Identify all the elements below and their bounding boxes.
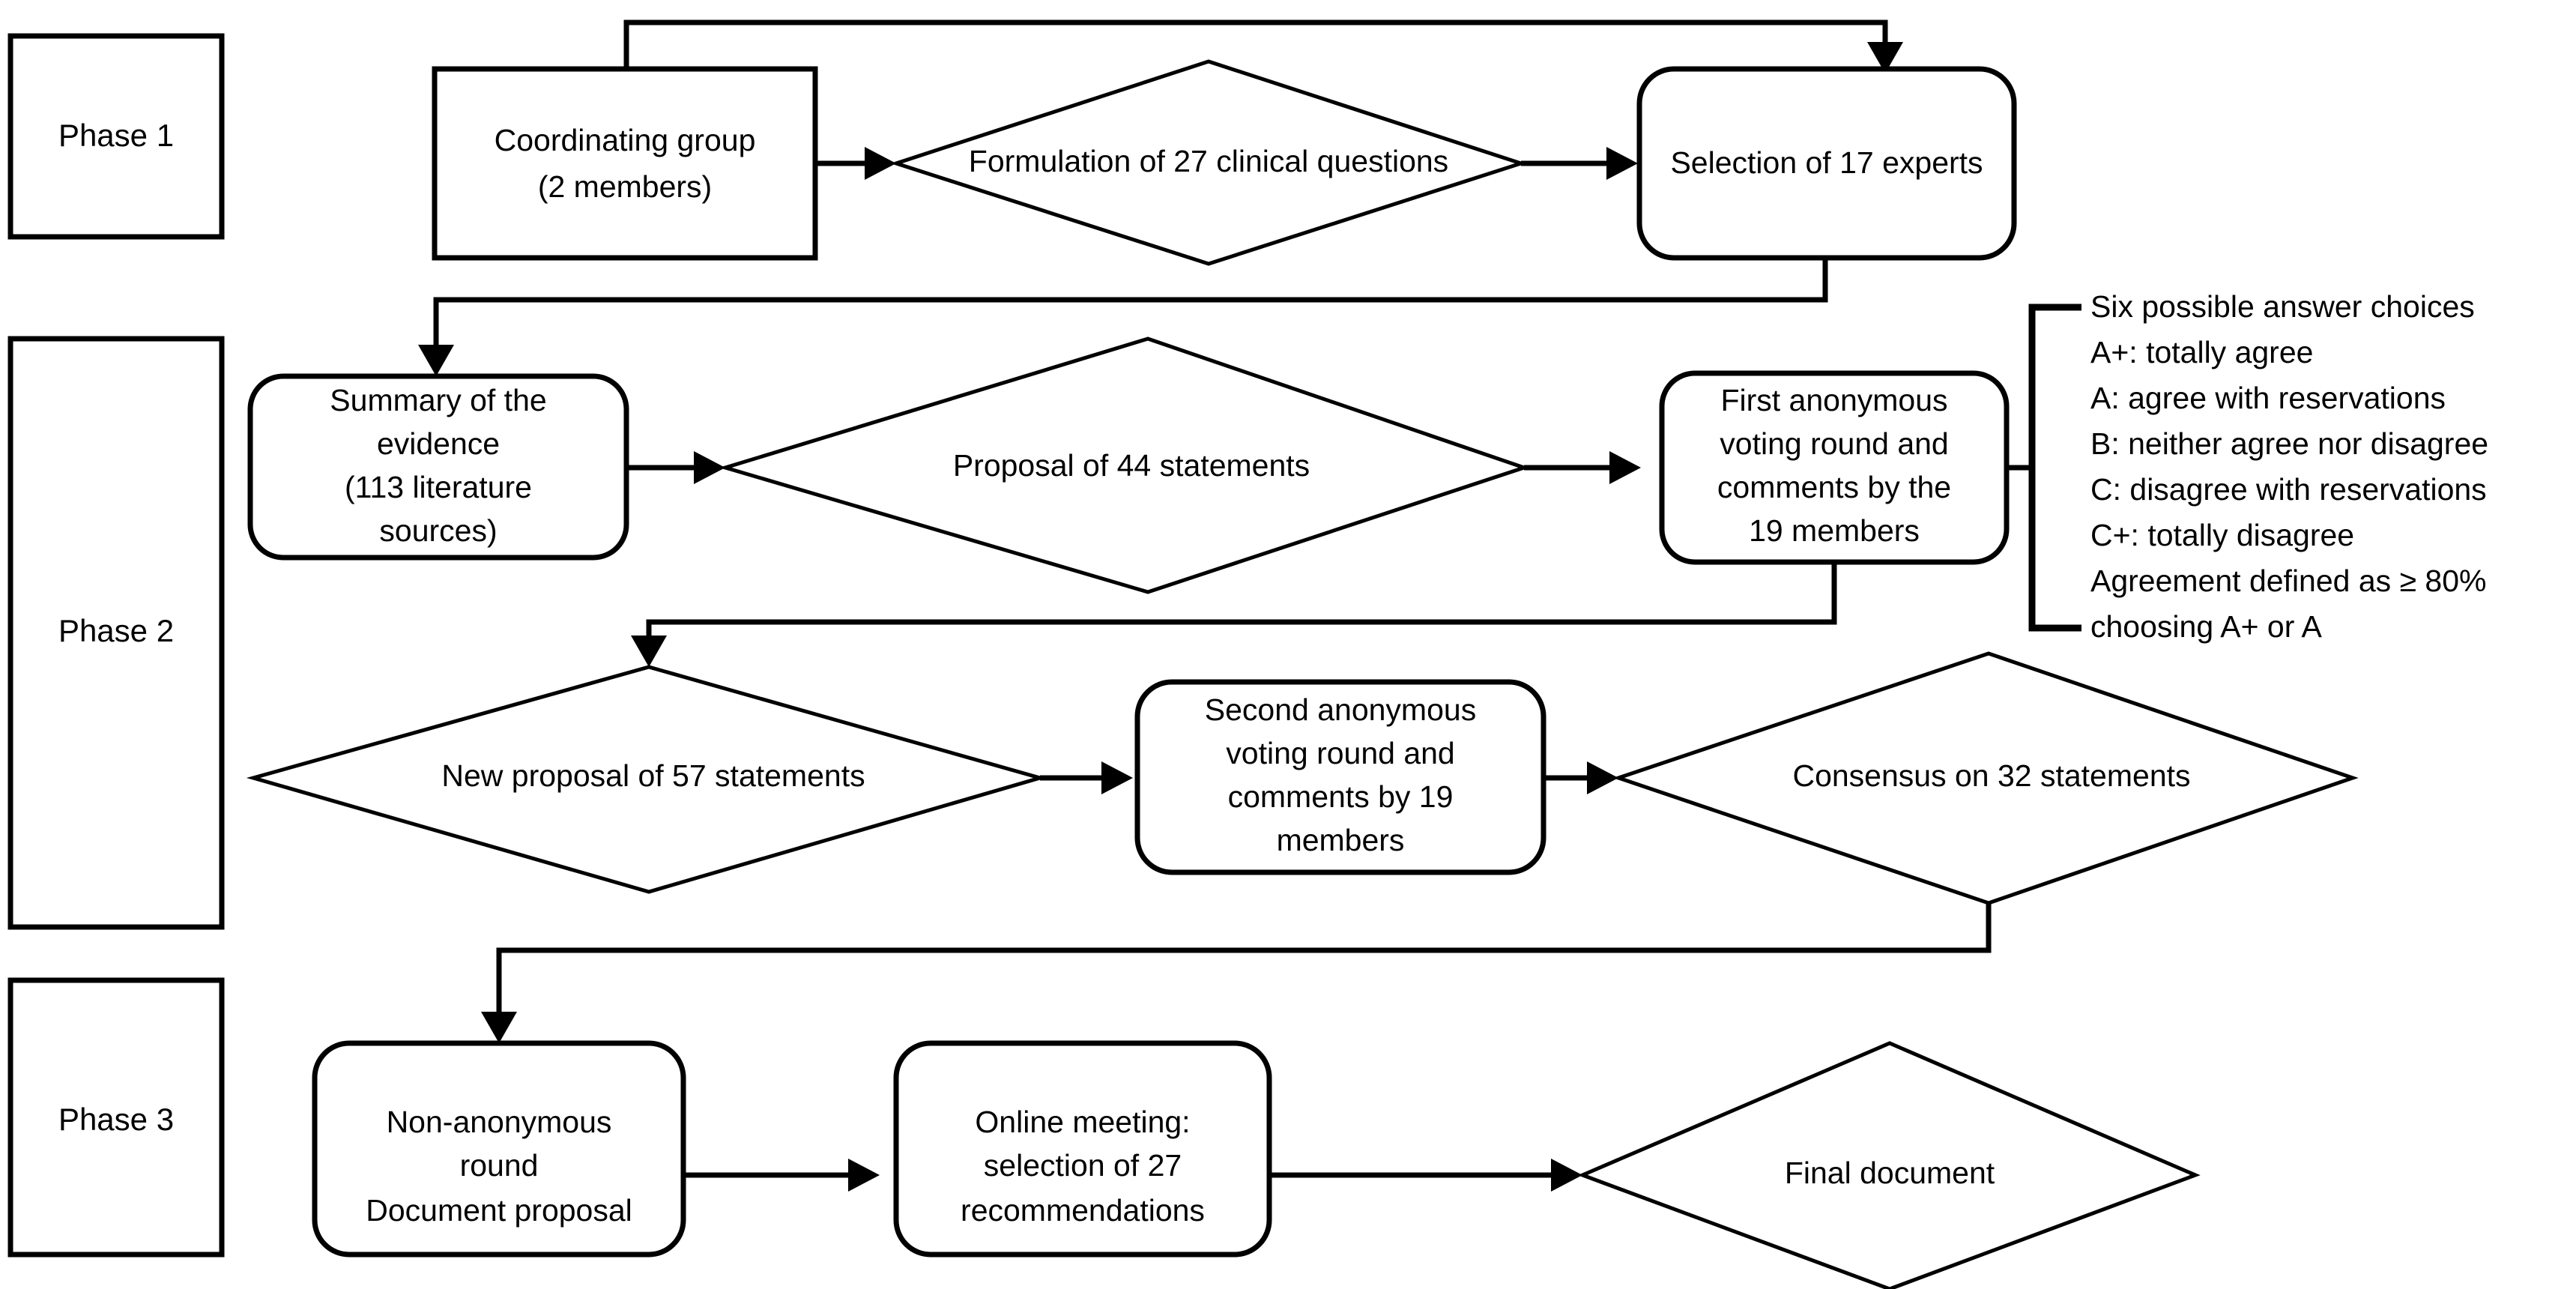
phase-3-rect	[7, 977, 225, 1258]
legend-brace-icon	[2028, 304, 2081, 632]
formulation-questions-diamond[interactable]	[889, 59, 1528, 266]
legend-line-7: Agreement defined as ≥ 80%	[2090, 564, 2487, 598]
legend-line-4: B: neither agree nor disagree	[2090, 426, 2488, 461]
proposal-44-diamond[interactable]	[719, 336, 1530, 594]
arrowhead-into-final-document	[1551, 1159, 1582, 1192]
non-anonymous-round-line-3: Document proposal	[366, 1193, 632, 1228]
online-meeting-line-2: selection of 27	[984, 1148, 1182, 1183]
node-first-voting-round[interactable]: First anonymous voting round and comment…	[1659, 370, 2010, 565]
phase-box-3: Phase 3	[7, 977, 225, 1258]
second-voting-round-line-3: comments by 19	[1228, 779, 1454, 814]
coordinating-group-line-2: (2 members)	[538, 169, 712, 204]
arrowhead-into-consensus	[1587, 761, 1618, 794]
connector-coordinating-to-selection-feedback	[623, 19, 1888, 69]
arrowhead-into-online-meeting	[848, 1159, 880, 1192]
online-meeting-rect[interactable]	[893, 1040, 1272, 1258]
proposal-44-label: Proposal of 44 statements	[953, 448, 1310, 483]
arrowhead-into-second-voting	[1101, 761, 1133, 794]
coordinating-group-rect[interactable]	[432, 66, 818, 261]
arrowhead-into-selection-left	[1606, 147, 1638, 180]
arrowhead-into-selection-top	[1867, 42, 1903, 73]
consensus-32-diamond[interactable]	[1612, 651, 2359, 905]
legend-line-1: Six possible answer choices	[2090, 289, 2475, 324]
summary-evidence-rect[interactable]	[247, 373, 629, 561]
first-voting-round-rect[interactable]	[1659, 370, 2010, 565]
summary-evidence-line-1: Summary of the	[330, 383, 546, 417]
first-voting-round-line-1: First anonymous	[1720, 383, 1947, 417]
new-proposal-57-diamond[interactable]	[246, 665, 1047, 894]
legend-answer-choices: Six possible answer choices A+: totally …	[2028, 289, 2488, 644]
legend-line-5: C: disagree with reservations	[2090, 472, 2487, 507]
summary-evidence-line-3: (113 literature	[345, 470, 532, 504]
first-voting-round-line-2: voting round and	[1720, 426, 1948, 461]
coordinating-group-line-1: Coordinating group	[495, 123, 756, 157]
node-summary-evidence[interactable]: Summary of the evidence (113 literature …	[247, 373, 629, 561]
phase-1-rect	[7, 33, 225, 240]
online-meeting-line-1: Online meeting:	[975, 1105, 1190, 1139]
selection-experts-rect[interactable]	[1636, 66, 2017, 261]
arrowhead-into-new-proposal-top	[631, 636, 667, 667]
phase-box-2: Phase 2	[7, 336, 225, 930]
second-voting-round-rect[interactable]	[1134, 679, 1546, 875]
summary-evidence-line-4: sources)	[379, 513, 497, 548]
node-new-proposal-57[interactable]: New proposal of 57 statements	[246, 665, 1047, 894]
node-second-voting-round[interactable]: Second anonymous voting round and commen…	[1134, 679, 1546, 875]
legend-line-3: A: agree with reservations	[2090, 381, 2446, 415]
arrowhead-into-non-anonymous-top	[481, 1012, 517, 1043]
arrowhead-into-first-voting	[1609, 451, 1641, 484]
non-anonymous-round-line-1: Non-anonymous	[387, 1105, 612, 1139]
arrowhead-into-summary-top	[418, 345, 454, 376]
phase-box-1: Phase 1	[7, 33, 225, 240]
node-non-anonymous-round[interactable]: Non-anonymous round Document proposal	[312, 1040, 686, 1258]
node-formulation-questions[interactable]: Formulation of 27 clinical questions	[889, 59, 1528, 266]
phase-2-label: Phase 2	[58, 613, 174, 648]
connector-first-voting-to-new-proposal	[646, 562, 1837, 644]
phase-1-label: Phase 1	[58, 118, 174, 153]
non-anonymous-round-line-2: round	[460, 1148, 539, 1183]
phase-3-label: Phase 3	[58, 1102, 174, 1137]
selection-experts-label: Selection of 17 experts	[1670, 145, 1983, 180]
second-voting-round-line-1: Second anonymous	[1205, 692, 1476, 727]
online-meeting-line-3: recommendations	[961, 1193, 1205, 1228]
node-selection-experts[interactable]: Selection of 17 experts	[1636, 66, 2017, 261]
arrowhead-into-formulation	[865, 147, 896, 180]
connector-consensus-to-non-anonymous	[496, 903, 1992, 1019]
legend-line-6: C+: totally disagree	[2090, 518, 2354, 552]
non-anonymous-round-rect[interactable]	[312, 1040, 686, 1258]
node-online-meeting[interactable]: Online meeting: selection of 27 recommen…	[893, 1040, 1272, 1258]
summary-evidence-line-2: evidence	[377, 426, 500, 461]
arrowhead-into-proposal44	[694, 451, 725, 484]
second-voting-round-line-4: members	[1277, 823, 1405, 857]
first-voting-round-line-3: comments by the	[1717, 470, 1951, 504]
legend-line-8: choosing A+ or A	[2090, 609, 2323, 644]
final-document-label: Final document	[1785, 1156, 1995, 1190]
phase-2-rect	[7, 336, 225, 930]
final-document-diamond[interactable]	[1577, 1041, 2201, 1289]
first-voting-round-line-4: 19 members	[1749, 513, 1920, 548]
node-final-document[interactable]: Final document	[1577, 1041, 2201, 1289]
node-proposal-44[interactable]: Proposal of 44 statements	[719, 336, 1530, 594]
formulation-questions-label: Formulation of 27 clinical questions	[969, 144, 1448, 178]
connector-selection-to-summary	[433, 258, 1828, 357]
node-coordinating-group[interactable]: Coordinating group (2 members)	[432, 66, 818, 261]
legend-line-2: A+: totally agree	[2090, 335, 2313, 369]
node-consensus-32[interactable]: Consensus on 32 statements	[1612, 651, 2359, 905]
new-proposal-57-label: New proposal of 57 statements	[441, 758, 865, 793]
consensus-32-label: Consensus on 32 statements	[1792, 758, 2190, 793]
second-voting-round-line-2: voting round and	[1226, 736, 1454, 770]
